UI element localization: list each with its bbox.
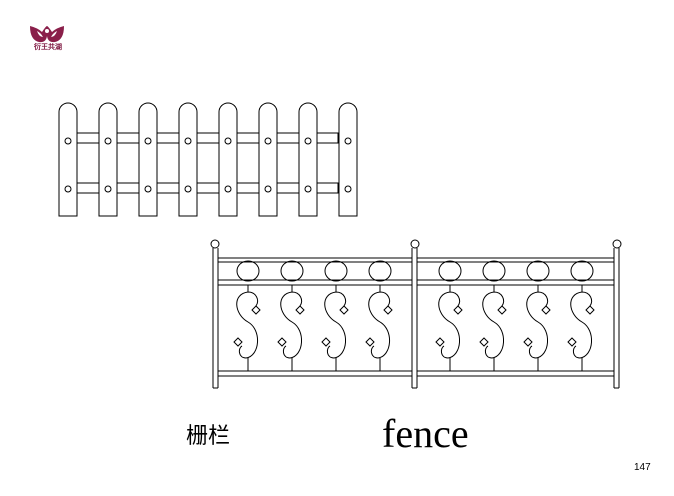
s-scroll (570, 285, 593, 371)
picket (338, 102, 358, 217)
nail-hole (104, 137, 112, 145)
scroll-tip (497, 305, 507, 315)
scroll-tip (233, 337, 243, 347)
publisher-logo-icon (30, 26, 64, 43)
scroll-tip (365, 337, 375, 347)
nail-hole (184, 185, 192, 193)
scroll-tip (251, 305, 261, 315)
picket (178, 102, 198, 217)
ring-ornament (526, 260, 550, 282)
nail-hole (144, 185, 152, 193)
nail-hole (184, 137, 192, 145)
nail-hole (144, 137, 152, 145)
logo-text: 衍王共湖 (34, 42, 62, 51)
nail-hole (224, 137, 232, 145)
s-scroll (280, 285, 303, 371)
picket-fence (58, 102, 358, 217)
scroll-tip (295, 305, 305, 315)
ring-ornament (236, 260, 260, 282)
s-scroll (368, 285, 391, 371)
nail-hole (344, 137, 352, 145)
scroll-tip (523, 337, 533, 347)
nail-hole (104, 185, 112, 193)
nail-hole (264, 185, 272, 193)
scroll-tip (383, 305, 393, 315)
picket (98, 102, 118, 217)
picket (298, 102, 318, 217)
scroll-tip (541, 305, 551, 315)
scroll-tip (435, 337, 445, 347)
ring-ornament (482, 260, 506, 282)
caption-english: fence (382, 411, 469, 456)
nail-hole (304, 137, 312, 145)
scroll-tip (585, 305, 595, 315)
scroll-tip (479, 337, 489, 347)
picket (258, 102, 278, 217)
scroll-tip (277, 337, 287, 347)
scroll-tip (321, 337, 331, 347)
nail-hole (224, 185, 232, 193)
iron-railing (210, 239, 622, 389)
nail-hole (264, 137, 272, 145)
nail-hole (64, 137, 72, 145)
scroll-tip (567, 337, 577, 347)
nail-hole (304, 185, 312, 193)
nail-hole (64, 185, 72, 193)
s-scroll (236, 285, 259, 371)
s-scroll (482, 285, 505, 371)
nail-hole (344, 185, 352, 193)
picket (138, 102, 158, 217)
s-scroll (324, 285, 347, 371)
ring-ornament (280, 260, 304, 282)
ring-ornament (438, 260, 462, 282)
s-scroll (438, 285, 461, 371)
scroll-tip (453, 305, 463, 315)
page-number: 147 (634, 462, 651, 473)
picket (218, 102, 238, 217)
ring-ornament (324, 260, 348, 282)
s-scroll (526, 285, 549, 371)
ring-ornament (368, 260, 392, 282)
picket (58, 102, 78, 217)
caption-chinese: 栅栏 (186, 424, 231, 449)
ring-ornament (570, 260, 594, 282)
scroll-tip (339, 305, 349, 315)
